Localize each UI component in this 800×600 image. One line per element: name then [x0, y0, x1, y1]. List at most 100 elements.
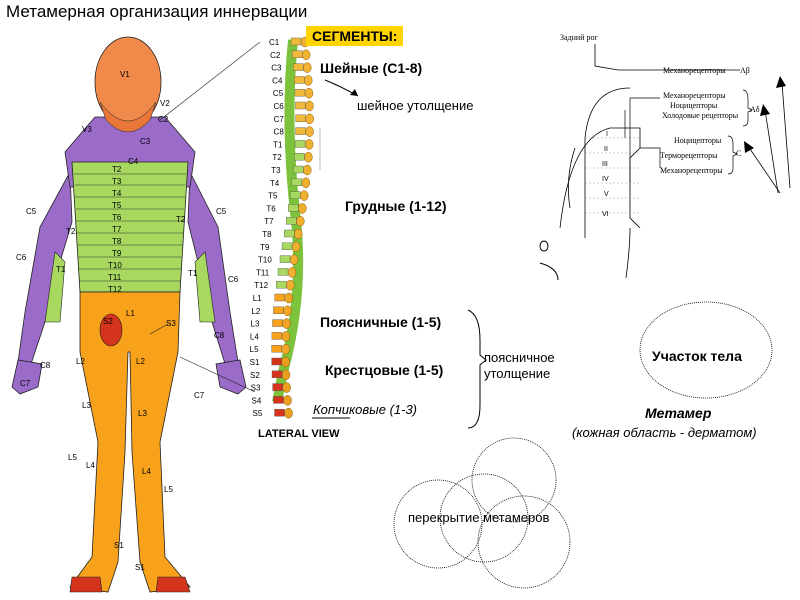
vertebra-body [291, 241, 301, 253]
region-coccygeal: Копчиковые (1-3) [313, 402, 418, 417]
spinal-segment [271, 357, 282, 366]
vertebra-body [281, 343, 290, 355]
vertebra-label: S3 [251, 384, 261, 393]
label-c5-left: C5 [26, 207, 37, 216]
label-t1-right: T1 [188, 269, 198, 278]
torso-thoracic [71, 161, 189, 293]
spinal-segment [293, 165, 304, 174]
spinal-segment [294, 152, 305, 161]
spinal-segment [293, 63, 304, 71]
sacral-area [99, 313, 123, 347]
label-l3-left: L3 [82, 401, 91, 410]
vertebra-body [287, 267, 297, 278]
vertebra-body [281, 331, 291, 342]
lamina-iii: III [602, 161, 608, 168]
spinal-segment [271, 370, 283, 378]
label-c5-right: C5 [216, 207, 227, 216]
vertebra-label: T10 [258, 256, 272, 265]
vertebra-body [284, 407, 293, 419]
face-v2-v3 [99, 101, 157, 133]
vertebra-label: C4 [272, 76, 283, 85]
mech-ad: Механорецепторы [663, 91, 726, 100]
spinal-segment [291, 50, 303, 58]
dermatome-body-figure: V1 V2 V3 C2 C3 C4 T2 T3 T4 T5 T6 T7 T8 T… [11, 36, 261, 593]
spinal-segment [276, 280, 287, 289]
spinal-segment [279, 255, 291, 263]
vertebra-label: S4 [252, 396, 262, 405]
vertebra-label: T8 [262, 230, 272, 239]
spinal-segment [291, 178, 303, 187]
label-t8: T8 [112, 237, 122, 246]
spinal-segment [295, 114, 306, 123]
label-l4-right: L4 [142, 467, 151, 476]
vertebra-label: C3 [271, 64, 282, 73]
spinal-segment [277, 268, 289, 276]
label-c4: C4 [128, 157, 139, 166]
right-forearm-t1 [194, 251, 216, 323]
vertebra-body [281, 356, 290, 368]
label-c7-right: C7 [194, 391, 205, 400]
left-hand [11, 359, 43, 395]
spinal-segment [294, 89, 306, 97]
cold-ad: Холодовые рецепторы [662, 111, 739, 120]
label-t1-left: T1 [56, 265, 66, 274]
vertebra-label: T12 [254, 281, 268, 290]
label-l3-right: L3 [138, 409, 147, 418]
vertebra-label: S5 [253, 409, 263, 418]
vertebra-label: L1 [253, 294, 262, 303]
spinal-segment [274, 409, 285, 417]
label-l5-right: L5 [164, 485, 173, 494]
spinal-segment [295, 127, 306, 135]
legs-lumbar [69, 291, 191, 593]
label-l5-left: L5 [68, 453, 77, 462]
region-cervical-enlargement: шейное утолщение [357, 98, 474, 113]
spinal-segment [290, 37, 302, 46]
label-c3: C3 [140, 137, 151, 146]
spinal-segment [286, 216, 297, 225]
dermatome-label: (кожная область - дерматом) [572, 425, 757, 440]
vertebra-label: T4 [270, 179, 280, 188]
label-l2-left: L2 [76, 357, 85, 366]
vertebra-label: S2 [250, 371, 260, 380]
label-c2: C2 [158, 115, 169, 124]
label-l1: L1 [126, 309, 135, 318]
vertebra-body [283, 305, 292, 317]
label-l2-right: L2 [136, 357, 145, 366]
spinal-segment [288, 204, 299, 212]
vertebra-label: T2 [272, 153, 282, 162]
lamina-i: I [606, 131, 608, 138]
spinal-segment [272, 383, 283, 391]
spinal-segment [274, 293, 285, 302]
left-forearm-t1 [44, 251, 66, 323]
region-lumbar-enlargement: поясничное утолщение [484, 350, 555, 381]
spinal-segment [281, 242, 293, 251]
noci-c: Ноцицепторы [674, 136, 722, 145]
dorsal-horn-label: Задний рог [560, 33, 598, 42]
page-title: Метамерная организация иннервации [6, 2, 308, 21]
label-s3: S3 [166, 319, 176, 328]
vertebra-body [283, 395, 292, 406]
spinal-segment [295, 101, 306, 110]
lateral-view-caption: LATERAL VIEW [258, 428, 340, 440]
spinal-segment [272, 319, 283, 327]
vertebra-label: T6 [266, 204, 276, 213]
region-lumbar: Поясничные (1-5) [320, 314, 442, 330]
label-t6: T6 [112, 213, 122, 222]
spinal-segment [273, 396, 284, 404]
overlap-label: перекрытие метамеров [408, 510, 550, 525]
label-l4-left: L4 [86, 461, 95, 470]
spinal-segment [293, 76, 305, 84]
spinal-segment [273, 306, 284, 314]
label-t4: T4 [112, 189, 122, 198]
lamina-v: V [604, 191, 609, 198]
body-part-label: Участок тела [652, 348, 742, 364]
vertebra-body [282, 382, 291, 393]
spinal-segment [283, 229, 295, 238]
spinal-segment [289, 191, 301, 199]
body-part-ellipse [639, 301, 773, 399]
mech-ab: Механорецепторы [663, 66, 726, 75]
vertebra-label: C6 [273, 102, 284, 111]
vertebra-label: T3 [271, 166, 281, 175]
vertebra-label: L3 [251, 320, 260, 329]
mech-c: Механорецепторы [660, 166, 723, 175]
